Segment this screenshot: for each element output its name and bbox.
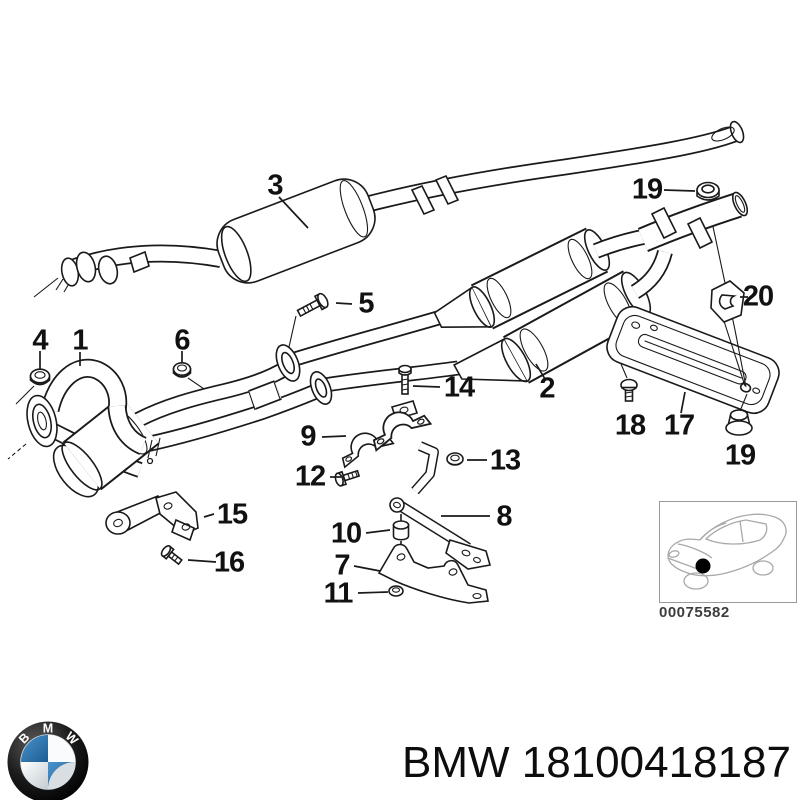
part-18-screw bbox=[620, 363, 638, 402]
mount-line-19 bbox=[734, 329, 747, 388]
mount-line-20 bbox=[722, 317, 746, 387]
part-15-support-bracket bbox=[105, 491, 199, 542]
part-callout-1[interactable]: 1 bbox=[72, 324, 88, 357]
part-number: BMW 18100418187 bbox=[402, 738, 791, 787]
image-code: 00075582 bbox=[659, 604, 730, 621]
part-16-bolt bbox=[160, 545, 183, 566]
part-callout-19[interactable]: 19 bbox=[631, 173, 663, 206]
part-callout-10[interactable]: 10 bbox=[330, 517, 362, 550]
vehicle-sketch bbox=[667, 513, 787, 590]
part-19-nut bbox=[696, 181, 720, 201]
part-17-heat-shield-plate bbox=[606, 305, 780, 415]
part-callout-19[interactable]: 19 bbox=[724, 439, 756, 472]
part-callout-15[interactable]: 15 bbox=[216, 498, 248, 531]
bracket-group bbox=[334, 364, 492, 604]
part-callout-13[interactable]: 13 bbox=[489, 444, 521, 477]
part-callout-11[interactable]: 11 bbox=[323, 577, 354, 610]
part-callout-17[interactable]: 17 bbox=[663, 409, 695, 442]
mount-line-19b bbox=[739, 393, 748, 412]
part-callout-7[interactable]: 7 bbox=[334, 549, 350, 582]
bmw-logo[interactable]: B M W bbox=[2, 721, 94, 800]
bolt-14 bbox=[398, 364, 412, 395]
bmw-logo-quadrants bbox=[21, 735, 75, 789]
part-1-front-catalytic-converter bbox=[26, 358, 321, 498]
part-4-nut bbox=[29, 368, 51, 386]
part-20-clamp-block bbox=[710, 280, 745, 323]
vehicle-thumbnail[interactable]: 00075582 bbox=[659, 501, 797, 621]
part-callout-3[interactable]: 3 bbox=[267, 169, 283, 202]
part-callout-6[interactable]: 6 bbox=[174, 324, 190, 357]
part-callout-12[interactable]: 12 bbox=[294, 460, 326, 493]
part-6-nut bbox=[172, 361, 192, 378]
part-19-grommet bbox=[725, 409, 753, 436]
part-callout-14[interactable]: 14 bbox=[443, 371, 475, 404]
flange-joint-and-bolt-5 bbox=[275, 292, 333, 405]
leader-lines bbox=[39, 189, 748, 594]
part-callout-18[interactable]: 18 bbox=[614, 409, 646, 442]
location-dot bbox=[695, 558, 711, 574]
part-callout-9[interactable]: 9 bbox=[300, 420, 316, 453]
bolt-5 bbox=[296, 292, 329, 318]
part-callout-20[interactable]: 20 bbox=[742, 280, 774, 313]
bmw-logo-letter-m: M bbox=[43, 722, 53, 736]
part-callout-2[interactable]: 2 bbox=[539, 372, 555, 405]
part-2-centre-catalysts bbox=[289, 191, 749, 393]
part-callout-5[interactable]: 5 bbox=[358, 287, 374, 320]
part-callout-4[interactable]: 4 bbox=[32, 324, 48, 357]
part-callout-8[interactable]: 8 bbox=[496, 500, 512, 533]
part-callout-16[interactable]: 16 bbox=[213, 546, 245, 579]
part-3-front-silencer bbox=[55, 120, 745, 293]
vehicle-thumbnail-box[interactable] bbox=[659, 501, 797, 603]
